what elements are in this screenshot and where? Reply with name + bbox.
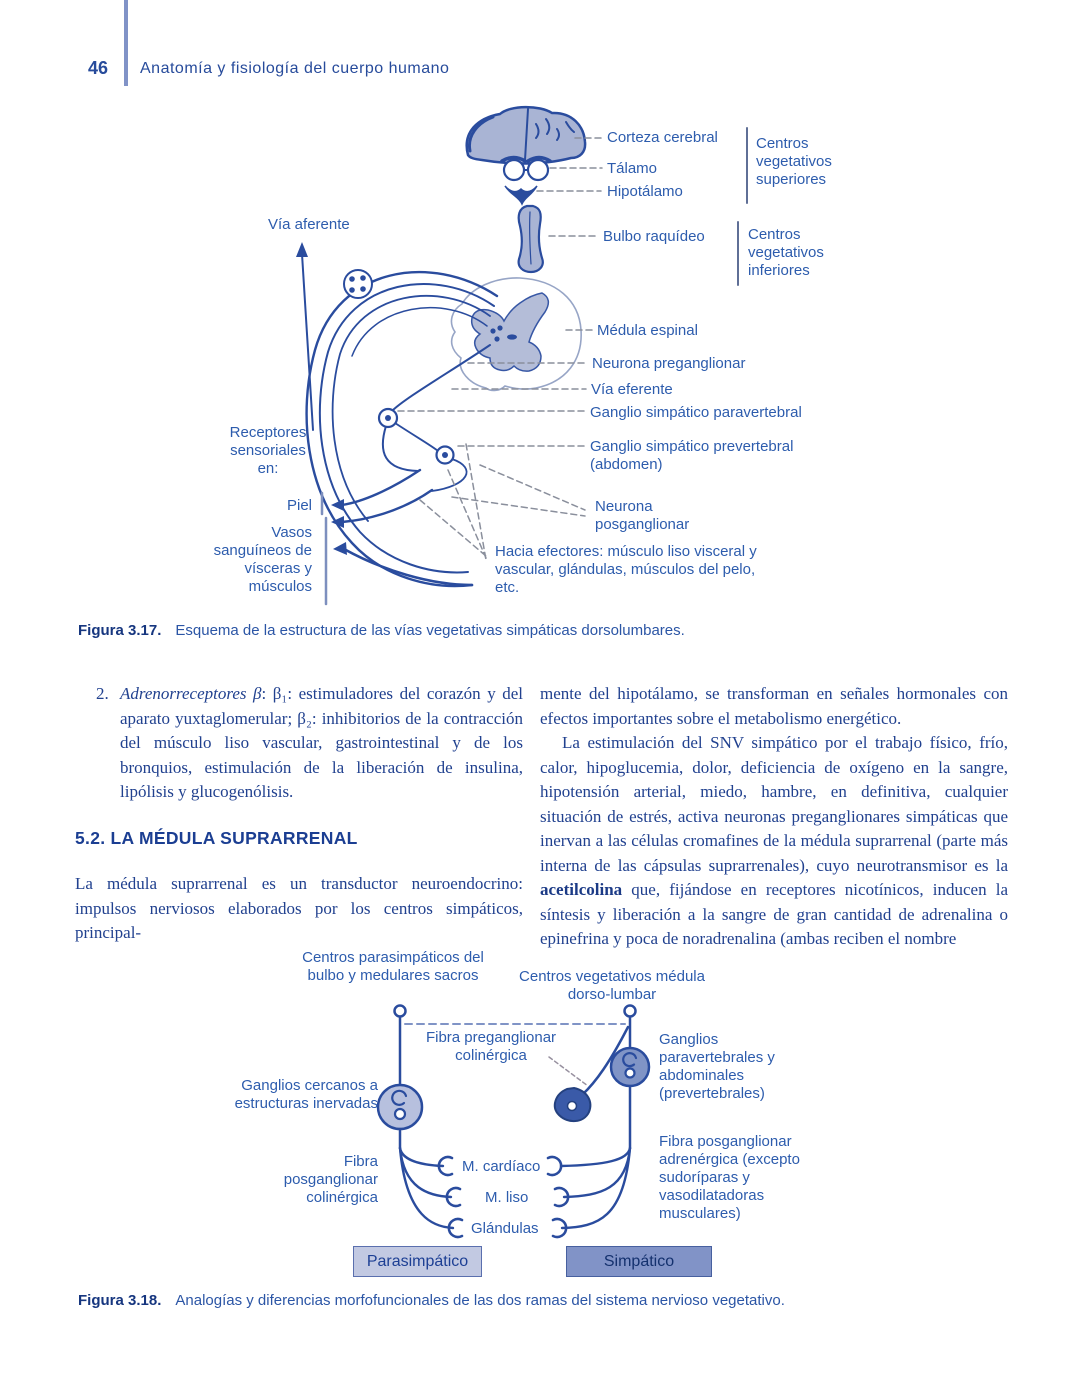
label-centros-vegetativos-superiores: Centros vegetativos superiores <box>756 135 832 188</box>
label-hacia-efectores: Hacia efectores: músculo liso visceral y… <box>495 543 757 596</box>
paragraph-right-2: La estimulación del SNV simpático por el… <box>540 733 1008 948</box>
label-hipotalamo: Hipotálamo <box>607 183 683 200</box>
figure-3-18-caption-label: Figura 3.18. <box>78 1292 162 1309</box>
label-ganglios-cercanos: Ganglios cercanos a estructuras inervada… <box>234 1077 378 1112</box>
label-fibra-preganglionar: Fibra preganglionar colinérgica <box>425 1029 557 1064</box>
label-talamo: Tálamo <box>607 160 658 177</box>
figure-3-17-caption-label: Figura 3.17. <box>78 622 162 639</box>
label-via-aferente: Vía aferente <box>268 216 350 233</box>
list-item-number: 2. <box>96 684 109 703</box>
label-m-liso: M. liso <box>485 1189 529 1206</box>
label-bars <box>320 127 748 606</box>
label-centros-vegetativos: Centros vegetativos médula dorso-lumbar <box>519 968 705 1003</box>
afferent-arrow <box>296 242 314 431</box>
label-bulbo-raquideo: Bulbo raquídeo <box>603 228 705 245</box>
header-rule <box>124 0 128 86</box>
bold-term-acetilcolina: acetilcolina <box>540 880 623 899</box>
paravertebral-ganglion-icon <box>377 407 399 429</box>
leader-lines <box>397 137 603 561</box>
label-m-cardiaco: M. cardíaco <box>462 1158 541 1175</box>
label-via-eferente: Vía eferente <box>591 381 673 398</box>
effector-terminals <box>437 1155 570 1239</box>
label-glandulas: Glándulas <box>471 1220 539 1237</box>
hypothalamus-icon <box>504 185 538 206</box>
label-fibra-posganglionar-colinergica: Fibra posganglionar colinérgica <box>283 1153 378 1206</box>
right-column: mente del hipotálamo, se transforman en … <box>540 682 1008 952</box>
sensory-ganglion-icon <box>343 269 373 299</box>
brain-icon <box>465 105 587 165</box>
sympathetic-box: Simpático <box>566 1246 712 1277</box>
label-neurona-preganglionar: Neurona preganglionar <box>592 355 746 372</box>
label-centros-parasimpaticos: Centros parasimpáticos del bulbo y medul… <box>302 949 484 984</box>
thalamus-icon <box>500 155 552 182</box>
figure-3-18-artwork <box>376 1004 651 1239</box>
figure-3-17-artwork <box>296 105 748 606</box>
label-fibra-posganglionar-adrenergica: Fibra posganglionar adrenérgica (excepto… <box>659 1133 800 1222</box>
label-piel: Piel <box>286 497 312 514</box>
parasympathetic-chain <box>376 1004 455 1230</box>
page-number: 46 <box>88 58 109 78</box>
paragraph-right-1: mente del hipotálamo, se transforman en … <box>540 684 1008 728</box>
figure-3-18-caption: Figura 3.18.Analogías y diferencias morf… <box>78 1292 785 1309</box>
prevertebral-ganglion-icon <box>435 445 455 465</box>
label-corteza-cerebral: Corteza cerebral <box>607 129 718 146</box>
medulla-oblongata-icon <box>517 204 544 274</box>
label-ganglios-paravertebrales: Ganglios paravertebrales y abdominales (… <box>659 1031 775 1102</box>
section-heading: 5.2. LA MÉDULA SUPRARRENAL <box>75 828 358 848</box>
spinal-cord-section-icon <box>450 277 582 392</box>
label-centros-vegetativos-inferiores: Centros vegetativos inferiores <box>748 226 824 279</box>
parasympathetic-box: Parasimpático <box>353 1246 482 1277</box>
preganglionic-pointer <box>548 1056 589 1087</box>
list-item-term: Adrenorreceptores β <box>120 684 262 703</box>
label-neurona-posganglionar: Neurona posganglionar <box>595 498 690 533</box>
label-medula-espinal: Médula espinal <box>597 322 698 339</box>
nerve-ending-arrowheads <box>331 499 347 555</box>
book-title: Anatomía y fisiología del cuerpo humano <box>140 60 450 77</box>
label-receptores-sensoriales: Receptores sensoriales en: <box>229 424 307 477</box>
nerve-loop <box>305 270 499 588</box>
list-item-2: 2. Adrenorreceptores β: β₁: estimuladore… <box>96 682 523 805</box>
figure-3-17-caption: Figura 3.17.Esquema de la estructura de … <box>78 622 685 639</box>
label-vasos-sanguineos: Vasos sanguíneos de vísceras y músculos <box>213 524 312 595</box>
label-ganglio-prevertebral: Ganglio simpático prevertebral (abdomen) <box>590 438 794 473</box>
paragraph-left: La médula suprarrenal es un transductor … <box>75 874 523 942</box>
label-ganglio-paravertebral: Ganglio simpático paravertebral <box>590 404 802 421</box>
sympathetic-chain <box>553 1004 651 1230</box>
